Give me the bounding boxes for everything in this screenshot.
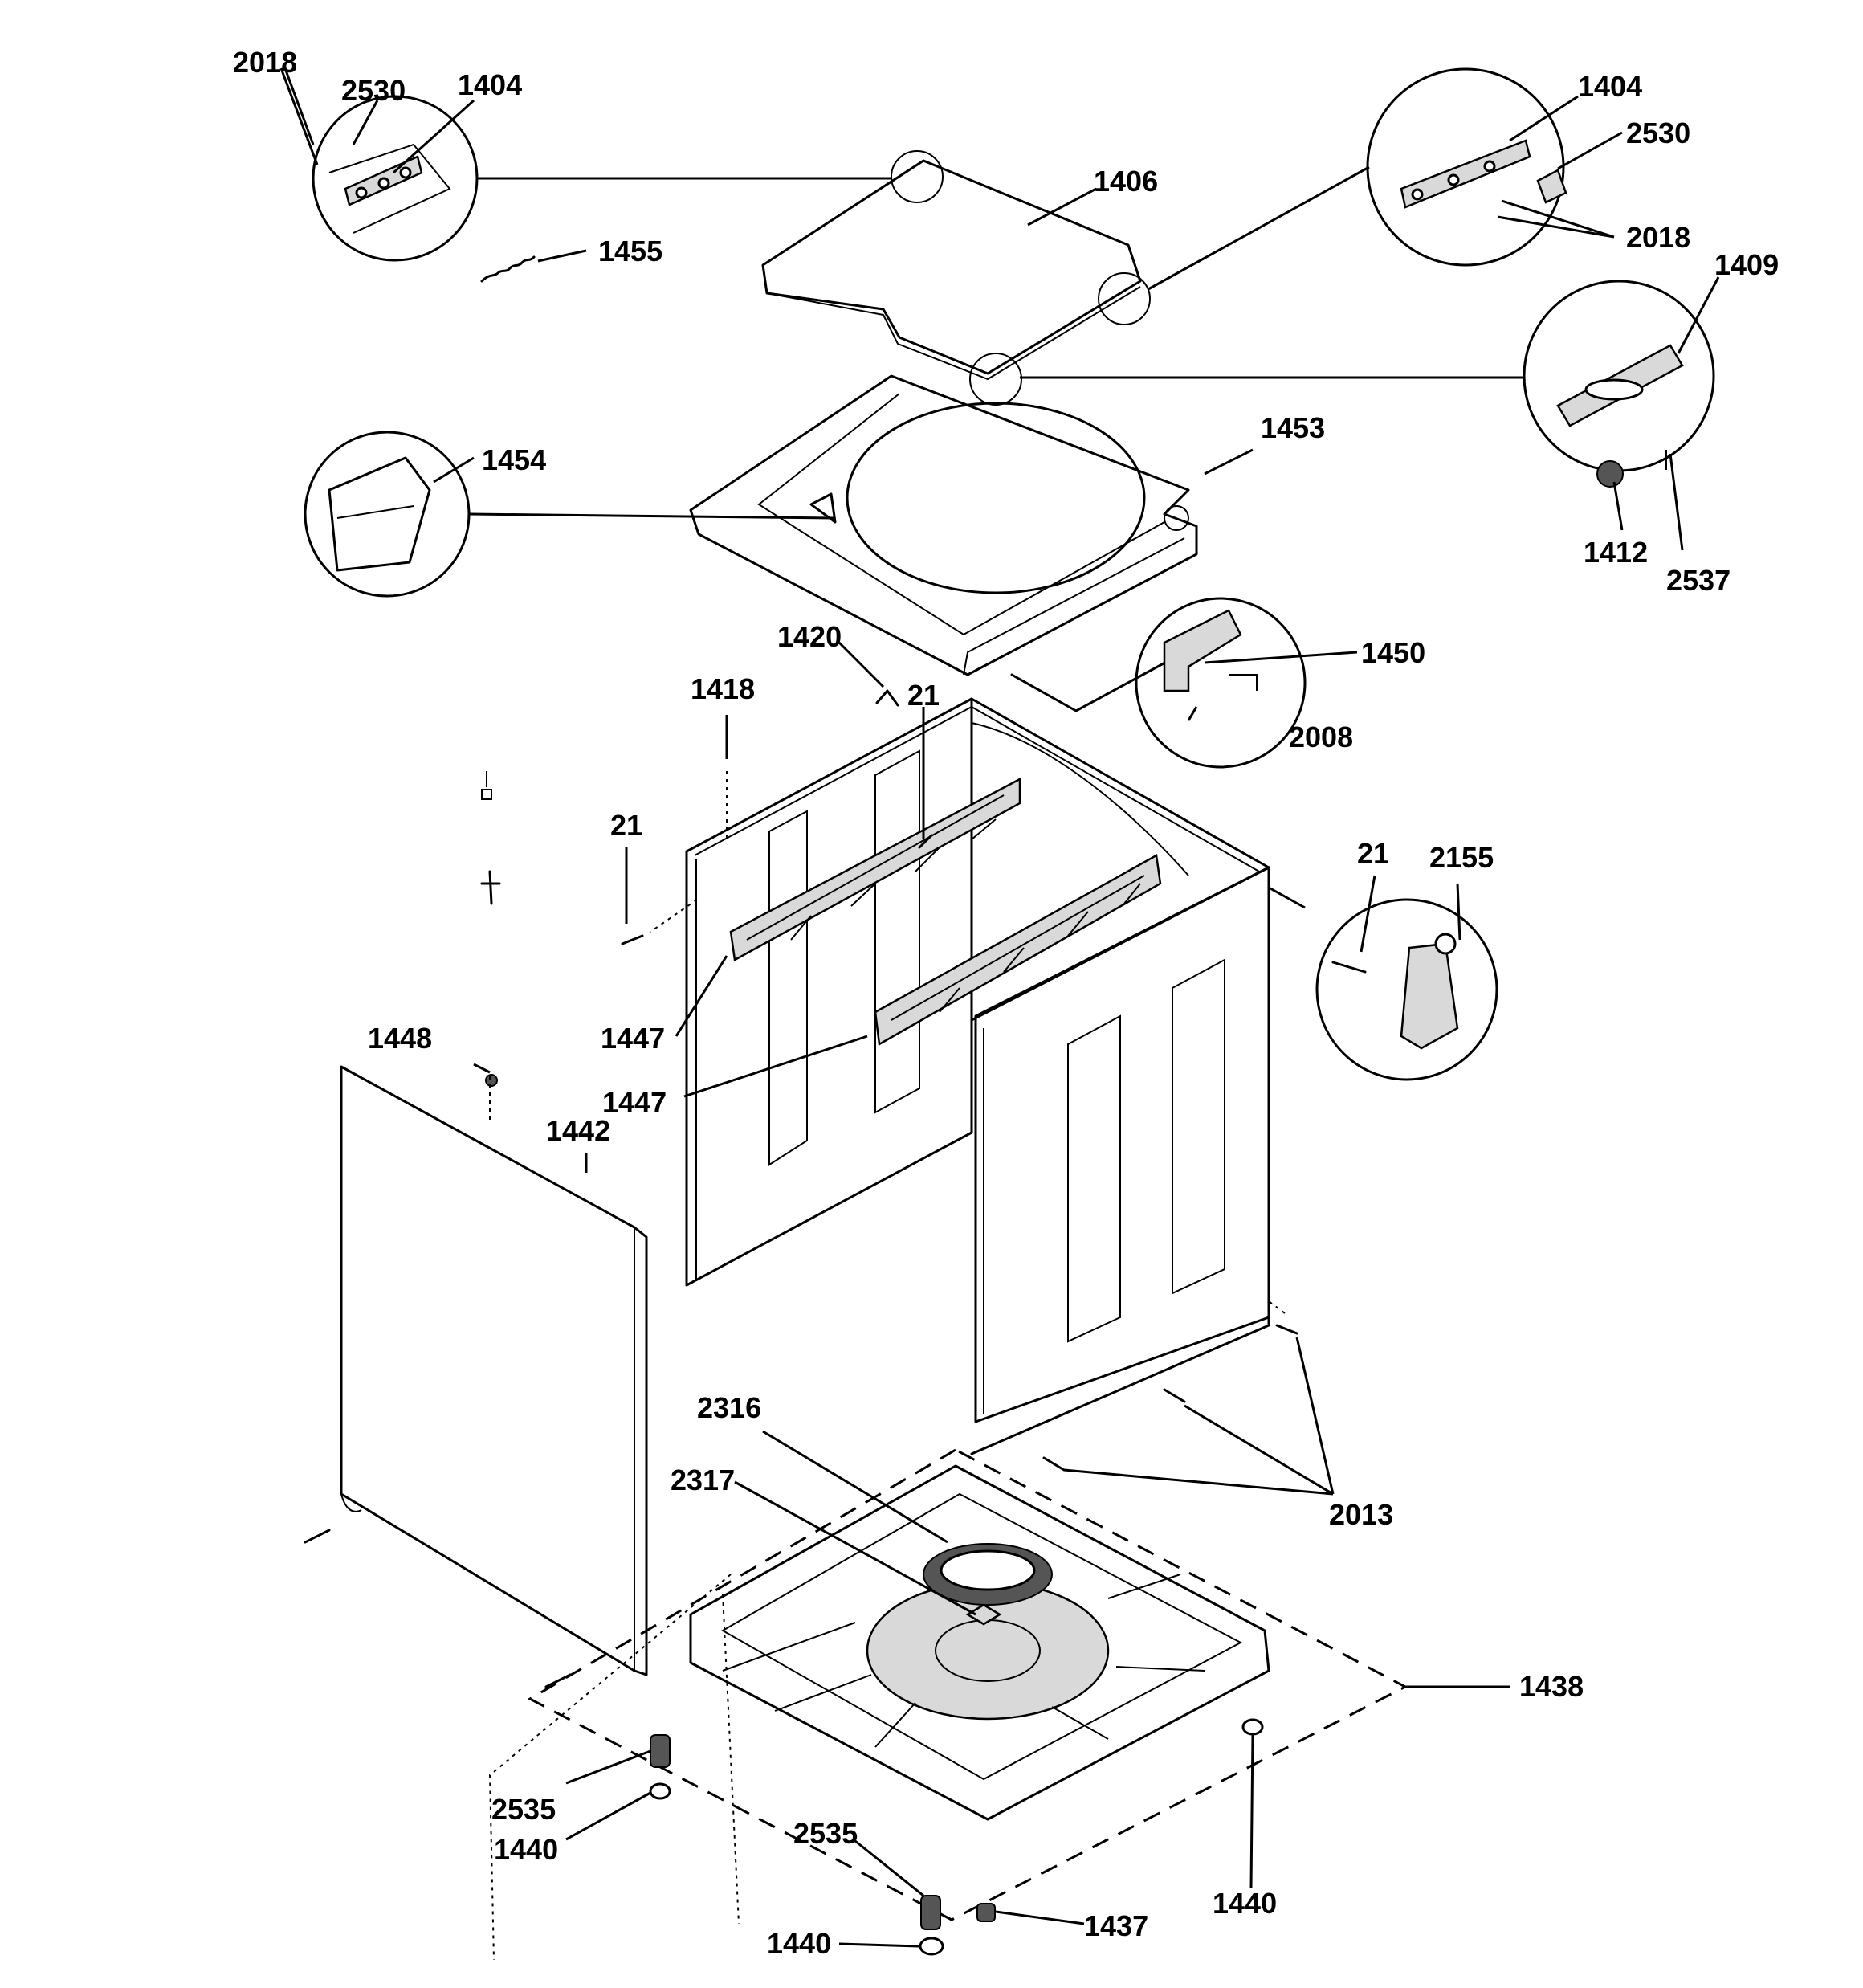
front-panel-1442 bbox=[340, 1065, 648, 1676]
label-1440-c: 1440 bbox=[1213, 1887, 1277, 1920]
label-2537: 2537 bbox=[1666, 564, 1731, 597]
label-21-c: 21 bbox=[1357, 837, 1389, 870]
label-1447-b: 1447 bbox=[602, 1086, 667, 1119]
label-1404-b: 1404 bbox=[1578, 70, 1642, 103]
label-1412: 1412 bbox=[1584, 536, 1648, 569]
label-1450: 1450 bbox=[1361, 636, 1425, 669]
label-1440-b: 1440 bbox=[767, 1927, 831, 1960]
base-1438 bbox=[488, 1448, 1408, 1961]
label-1447-a: 1447 bbox=[601, 1022, 665, 1055]
label-1418: 1418 bbox=[691, 672, 755, 705]
label-2535-a: 2535 bbox=[491, 1793, 556, 1826]
hardware bbox=[304, 255, 1298, 1956]
label-1442: 1442 bbox=[546, 1114, 610, 1147]
label-2018-a: 2018 bbox=[233, 46, 297, 79]
cabinet-frame bbox=[685, 697, 1270, 1455]
label-1448: 1448 bbox=[368, 1022, 432, 1055]
label-1409: 1409 bbox=[1714, 248, 1779, 281]
label-2530-a: 2530 bbox=[341, 74, 406, 107]
label-21-b: 21 bbox=[610, 809, 642, 842]
label-1404-a: 1404 bbox=[458, 68, 522, 101]
lid-1406 bbox=[761, 150, 1151, 406]
label-2008: 2008 bbox=[1289, 720, 1353, 753]
label-1438: 1438 bbox=[1519, 1670, 1584, 1703]
label-2530-b: 2530 bbox=[1626, 116, 1690, 149]
label-1454: 1454 bbox=[482, 443, 546, 476]
label-2013: 2013 bbox=[1329, 1498, 1393, 1531]
top-cover-1453 bbox=[689, 374, 1198, 712]
label-2535-b: 2535 bbox=[793, 1817, 858, 1850]
label-1453: 1453 bbox=[1261, 411, 1325, 444]
label-21-a: 21 bbox=[907, 679, 940, 712]
label-1437: 1437 bbox=[1084, 1909, 1148, 1942]
label-2317: 2317 bbox=[671, 1463, 735, 1496]
callout-water-level bbox=[1135, 597, 1307, 769]
label-2155: 2155 bbox=[1429, 841, 1494, 874]
callout-dispenser bbox=[304, 431, 471, 598]
side-panel-right bbox=[974, 866, 1270, 1423]
label-1406: 1406 bbox=[1094, 165, 1158, 198]
label-2316: 2316 bbox=[697, 1391, 761, 1424]
label-1420: 1420 bbox=[777, 620, 842, 653]
label-1440-a: 1440 bbox=[494, 1833, 558, 1866]
label-2018-b: 2018 bbox=[1626, 221, 1690, 254]
callout-hinge-left bbox=[312, 95, 479, 262]
callout-lines bbox=[468, 165, 1524, 909]
callout-hinge-right bbox=[1366, 67, 1567, 267]
callout-water-valve bbox=[1315, 898, 1498, 1081]
label-1455: 1455 bbox=[598, 235, 662, 267]
callout-lid-switch bbox=[1523, 280, 1715, 488]
leader-lines bbox=[279, 67, 1720, 1948]
part-labels: 2018 2530 1404 1455 1406 1404 2530 2018 … bbox=[233, 46, 1779, 1960]
